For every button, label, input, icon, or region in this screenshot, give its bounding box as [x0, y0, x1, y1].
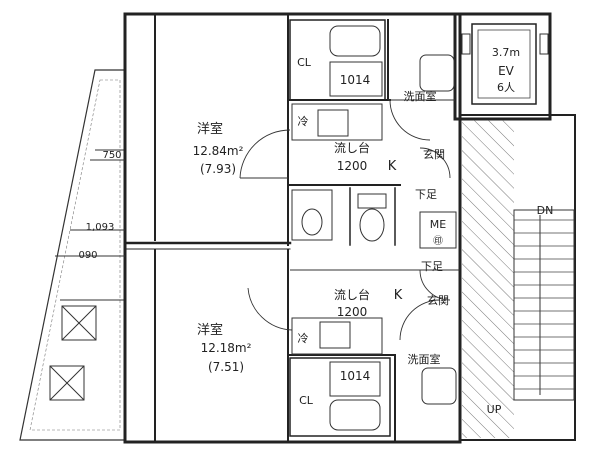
- stairs-up-label: UP: [487, 403, 502, 416]
- top-bath: [289, 19, 386, 101]
- ac-unit-top: [61, 305, 97, 341]
- bottom-bath: [289, 357, 391, 437]
- bottom-kitchen-size: 1200: [337, 305, 368, 319]
- bottom-room-area: 12.18m²: [201, 341, 252, 355]
- bottom-shoebox-label: 下足: [421, 260, 443, 273]
- top-shoebox-label: 下足: [415, 188, 437, 201]
- bottom-sink-icon: [421, 367, 457, 405]
- bottom-kitchen-k: K: [394, 288, 403, 303]
- top-room-area: 12.84m²: [193, 144, 244, 158]
- bottom-fridge-label: 冷: [298, 332, 309, 345]
- bottom-washroom-label: 洗面室: [408, 352, 441, 366]
- top-entrance-label: 玄関: [423, 147, 445, 161]
- bottom-unit-walls: [154, 249, 460, 441]
- outer-walls: [123, 12, 576, 444]
- bottom-kitchen-label: 流し台: [334, 287, 370, 302]
- meter-box: [419, 211, 457, 249]
- dimension-750: 750: [102, 150, 121, 161]
- elevator-size: 3.7m: [492, 46, 520, 59]
- bottom-room-label: 洋室: [197, 322, 223, 338]
- top-kitchen-k: K: [388, 159, 397, 174]
- elevator-label: EV: [498, 64, 515, 78]
- dimension-lines: [55, 159, 125, 257]
- stairs-down-label: DN: [537, 204, 554, 217]
- corridor: [462, 120, 514, 438]
- meter-symbol: ㊞: [433, 235, 443, 247]
- top-storage: [291, 189, 333, 241]
- top-sink-icon: [419, 54, 455, 92]
- bottom-closet-label: CL: [299, 394, 314, 407]
- elevator: [461, 23, 549, 105]
- top-toilet-icon: [357, 193, 387, 242]
- bottom-kitchen-counter: [291, 317, 383, 355]
- top-washroom-label: 洗面室: [404, 89, 437, 103]
- bottom-entrance-label: 玄関: [427, 293, 449, 307]
- unit-divider-wall: [123, 241, 292, 250]
- door-swings: [239, 99, 451, 341]
- meter-box-label: ME: [430, 218, 446, 231]
- bottom-bath-label: 1014: [340, 369, 371, 383]
- top-fridge-label: 冷: [298, 115, 309, 128]
- dimension-1093: 1,093: [86, 222, 115, 233]
- dimension-090: 090: [78, 250, 97, 261]
- ac-unit-bottom: [49, 365, 85, 401]
- top-kitchen-counter: [291, 103, 383, 141]
- top-closet-label: CL: [297, 56, 312, 69]
- top-kitchen-size: 1200: [337, 159, 368, 173]
- top-bath-label: 1014: [340, 73, 371, 87]
- top-kitchen-label: 流し台: [334, 140, 370, 155]
- staircase: [513, 209, 575, 401]
- elevator-capacity: 6人: [497, 81, 515, 94]
- top-room-tatami: (7.93): [200, 162, 236, 176]
- bottom-room-tatami: (7.51): [208, 360, 244, 374]
- balcony: [19, 69, 126, 441]
- top-room-label: 洋室: [197, 121, 223, 137]
